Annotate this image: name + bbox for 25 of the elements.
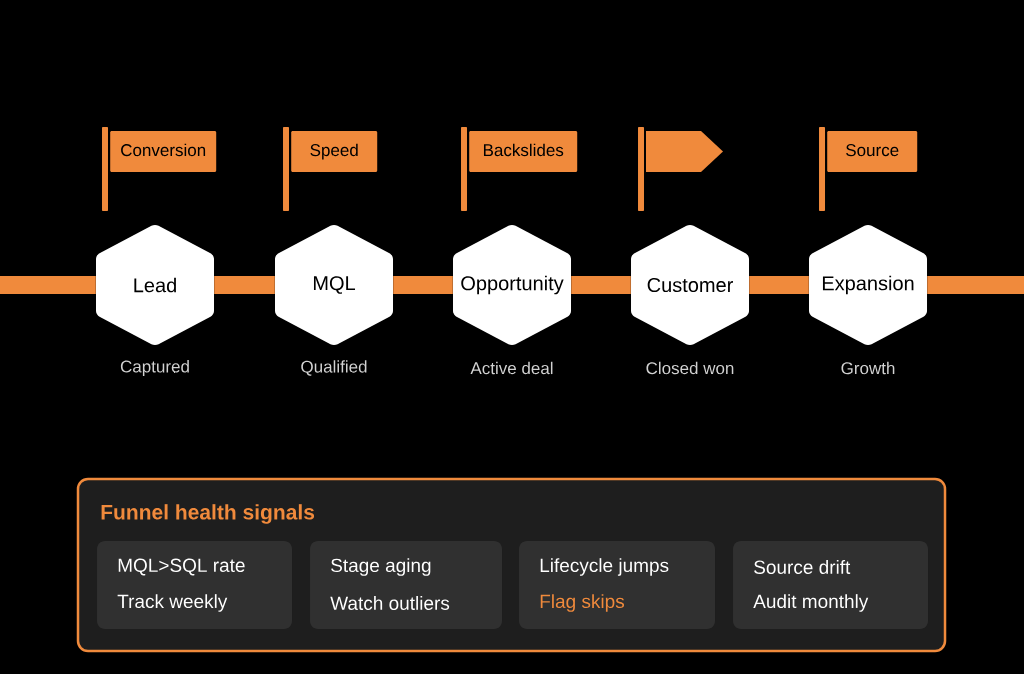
signal-card: Source drift Audit monthly [733, 541, 928, 629]
connector-band [571, 276, 631, 294]
stage-hexagon: Lead [96, 225, 214, 345]
stage-hexagon: Customer [631, 225, 749, 345]
flag: Backslides [461, 127, 578, 211]
connector-band [0, 276, 96, 294]
stage-caption: Active deal [470, 361, 553, 375]
connector-band [927, 276, 1024, 294]
connector-band [749, 276, 809, 294]
flag: Speed [283, 127, 378, 211]
stage-caption: Qualified [301, 360, 367, 376]
stage-hexagon: Opportunity [453, 225, 571, 345]
flag [638, 127, 723, 211]
stage-caption: Growth [841, 361, 895, 375]
stage-hexagon: Expansion [809, 225, 927, 345]
stage-caption: Closed won [646, 361, 734, 375]
connector-band [393, 276, 453, 294]
stage-caption: Captured [120, 360, 189, 376]
connector-band [214, 276, 275, 294]
signal-card: Stage aging Watch outliers [310, 541, 502, 629]
stage-hexagon: MQL [275, 225, 393, 345]
signal-card: Lifecycle jumps Flag skips [519, 541, 715, 629]
flag: Conversion [102, 127, 217, 211]
flag: Source [819, 127, 918, 211]
signal-card: MQL>SQL rate Track weekly [97, 541, 292, 629]
